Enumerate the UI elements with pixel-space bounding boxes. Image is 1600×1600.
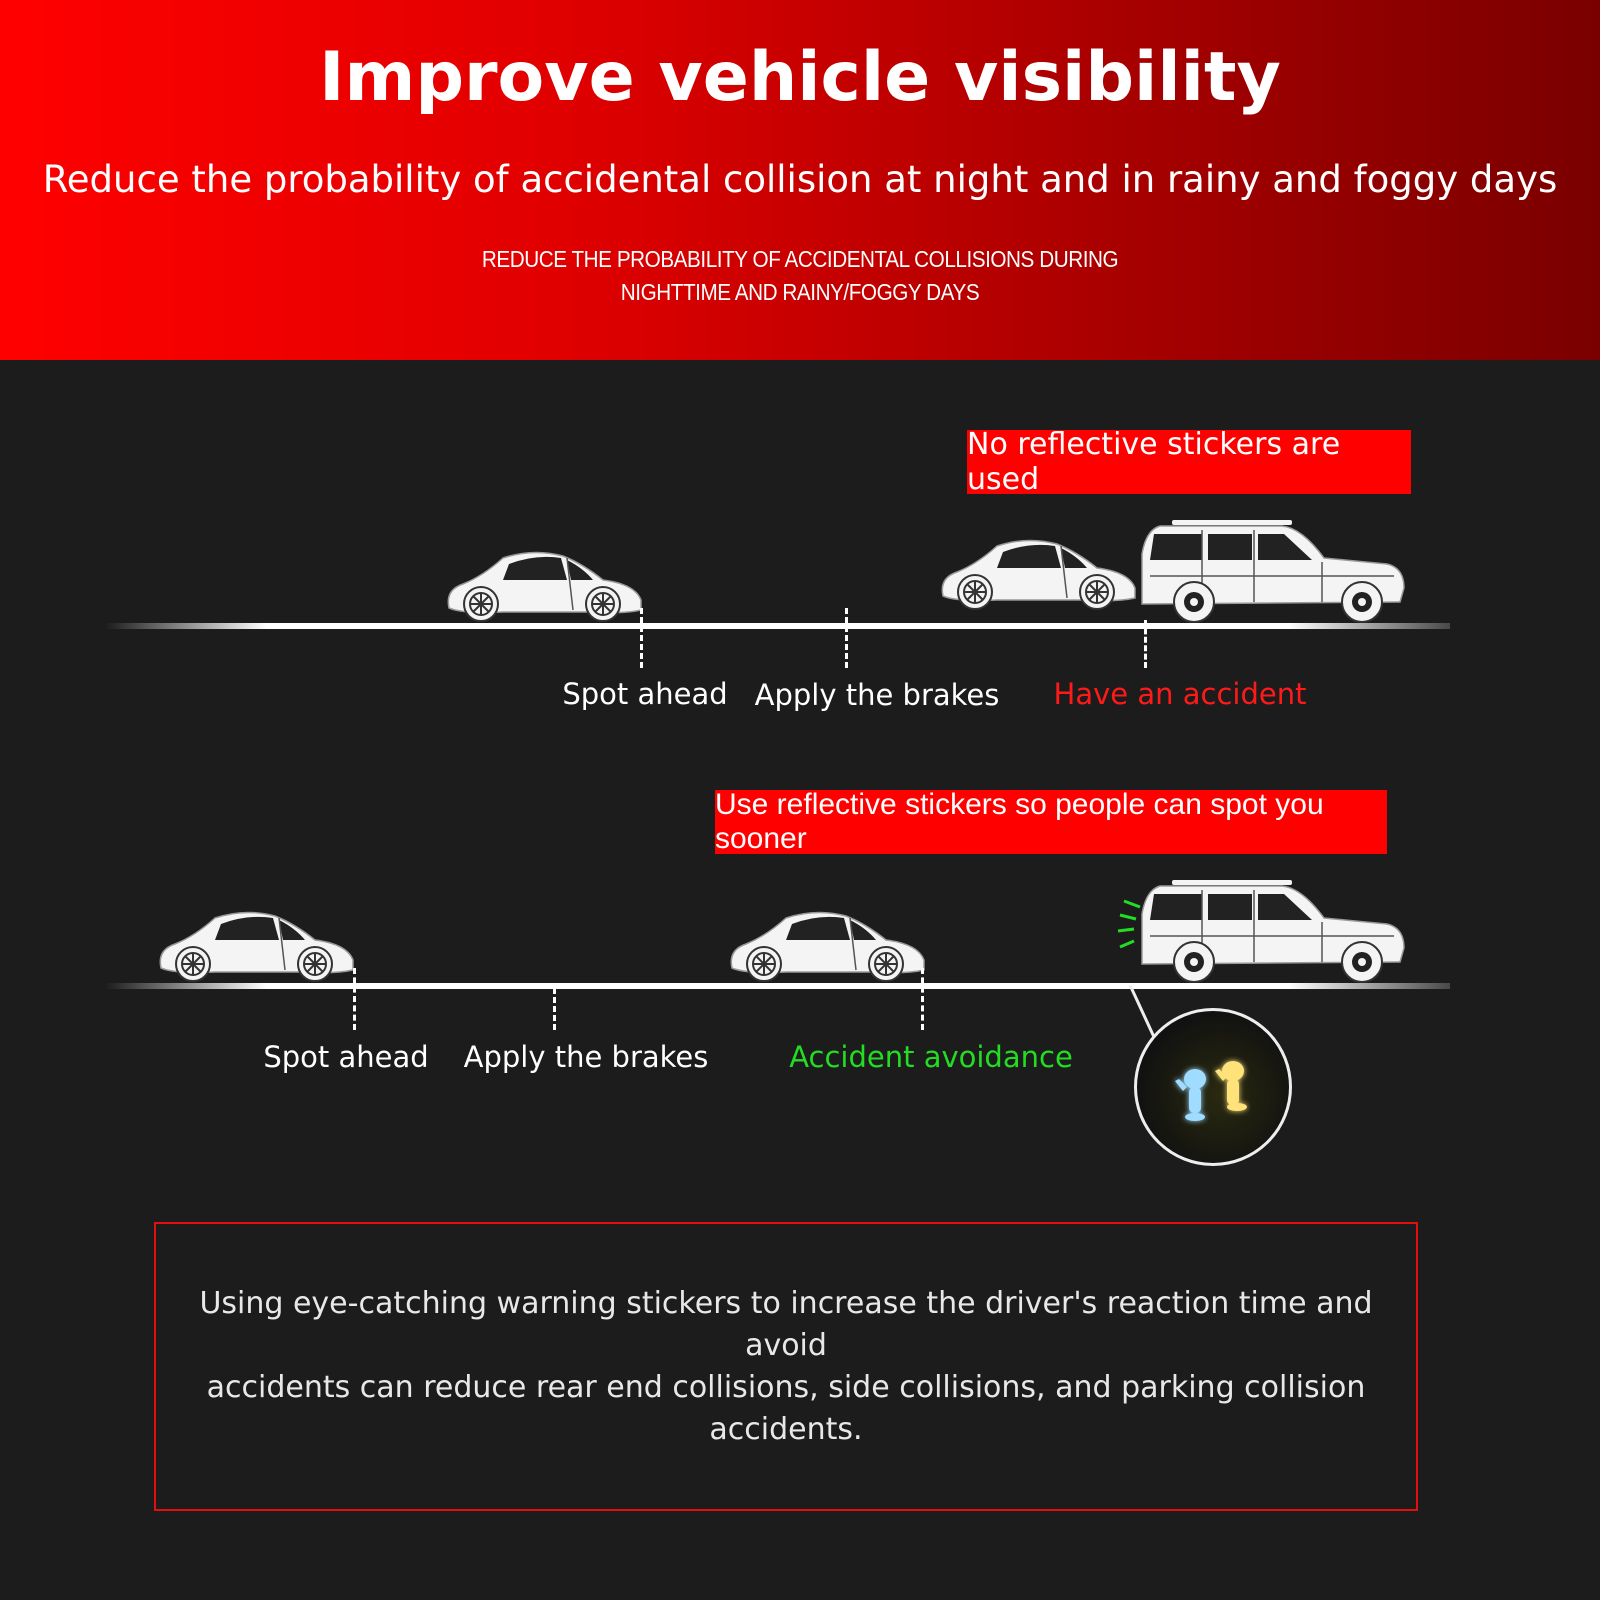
lead-suv-icon bbox=[1132, 878, 1407, 983]
step-label: Apply the brakes bbox=[754, 678, 1000, 712]
callout-pointer bbox=[1128, 985, 1156, 1038]
caps-line-1: REDUCE THE PROBABILITY OF ACCIDENTAL COL… bbox=[481, 246, 1119, 272]
stopped-car-icon bbox=[726, 910, 926, 982]
lead-suv-icon bbox=[1132, 518, 1407, 623]
info-note-box: Using eye-catching warning stickers to i… bbox=[154, 1222, 1418, 1511]
page-title: Improve vehicle visibility bbox=[319, 38, 1281, 117]
reflection-glow-icon bbox=[1117, 899, 1141, 949]
step-label: Spot ahead bbox=[562, 677, 728, 711]
marker-spot-ahead-2 bbox=[353, 968, 356, 1030]
note-line-2: accidents can reduce rear end collisions… bbox=[206, 1369, 1366, 1447]
road-line-1 bbox=[105, 623, 1450, 629]
crashing-car-icon bbox=[937, 538, 1137, 610]
marker-brakes-2 bbox=[553, 988, 556, 1030]
page-subtitle: Reduce the probability of accidental col… bbox=[42, 158, 1558, 201]
note-line-1: Using eye-catching warning stickers to i… bbox=[199, 1285, 1373, 1363]
step-label: Spot ahead bbox=[263, 1040, 429, 1074]
use-stickers-tag: Use reflective stickers so people can sp… bbox=[715, 788, 1387, 855]
marker-spot-ahead-1 bbox=[640, 608, 643, 668]
following-car-icon bbox=[155, 910, 355, 982]
road-line-2 bbox=[105, 983, 1450, 989]
header-banner: Improve vehicle visibility Reduce the pr… bbox=[0, 0, 1600, 360]
following-car-icon bbox=[443, 550, 643, 622]
step-label-accident: Have an accident bbox=[1053, 677, 1307, 711]
step-label-avoidance: Accident avoidance bbox=[789, 1040, 1073, 1074]
marker-accident bbox=[1144, 620, 1147, 668]
step-label: Apply the brakes bbox=[463, 1040, 709, 1074]
marker-brakes-1 bbox=[845, 608, 848, 668]
sticker-closeup bbox=[1134, 1008, 1292, 1166]
caps-line-2: NIGHTTIME AND RAINY/FOGGY DAYS bbox=[620, 279, 980, 305]
info-note-text: Using eye-catching warning stickers to i… bbox=[176, 1283, 1396, 1451]
caps-caption: REDUCE THE PROBABILITY OF ACCIDENTAL COL… bbox=[80, 243, 1520, 309]
no-stickers-tag: No reflective stickers are used bbox=[967, 427, 1411, 497]
alien-stickers-icon bbox=[1175, 1061, 1247, 1121]
marker-avoidance bbox=[921, 968, 924, 1030]
